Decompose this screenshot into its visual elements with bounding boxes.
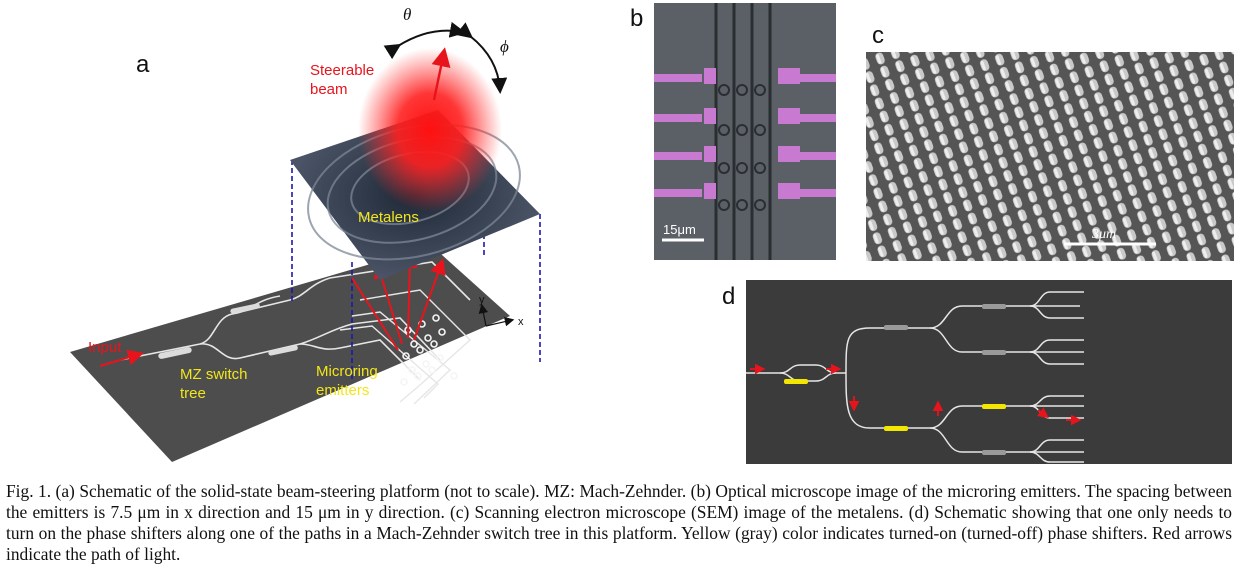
metalens-label: Metalens — [358, 209, 419, 226]
theta-arc-arrow-icon — [383, 21, 466, 60]
panel-c-label: c — [872, 22, 884, 49]
panel-b-label: b — [630, 5, 643, 32]
beam-direction-arrow-icon — [431, 47, 451, 101]
projection-lines — [291, 160, 541, 380]
microring-images — [718, 84, 766, 211]
emitters-label-line1: Microring — [316, 363, 378, 380]
beam-label-line2: beam — [310, 81, 348, 98]
phase-shifter-on — [982, 404, 1006, 409]
red-arrow-icon — [1037, 407, 1049, 419]
light-path-arrows — [750, 363, 1082, 426]
panel-d: d — [722, 280, 1232, 464]
input-arrow-icon — [99, 349, 144, 367]
emitted-rays — [351, 252, 446, 351]
panel-d-label: d — [722, 283, 735, 310]
sem-image — [866, 52, 1234, 261]
panel-b-scale-label: 15μm — [663, 222, 696, 237]
panel-b: b 15μm — [630, 3, 836, 260]
emitters-label-line2: emitters — [316, 382, 369, 399]
mz-switch-tree — [119, 261, 471, 381]
figure-caption: Fig. 1. (a) Schematic of the solid-state… — [6, 481, 1232, 564]
mz-label-line1: MZ switch — [180, 366, 248, 383]
theta-label: θ — [403, 5, 411, 24]
axis-x-label: x — [518, 316, 524, 328]
phase-shifter-on — [884, 426, 908, 431]
microscope-image — [654, 3, 836, 260]
panel-a: a Input — [70, 5, 541, 462]
phase-shifter-off — [982, 450, 1006, 455]
switch-tree-background — [746, 280, 1232, 464]
phi-arc-arrow-icon — [455, 22, 508, 94]
vertical-waveguides — [714, 3, 772, 260]
mz-label-line2: tree — [180, 385, 206, 402]
phase-shifter-off — [982, 350, 1006, 355]
chip-substrate — [70, 246, 510, 462]
panel-c-scale-label: 3μm — [1091, 227, 1116, 242]
steerable-beam-glow — [358, 48, 502, 212]
panel-a-label: a — [136, 51, 150, 78]
panel-c: c 3μm — [866, 22, 1234, 261]
xy-axis-icon — [478, 303, 515, 327]
phase-shifters — [784, 304, 1006, 455]
input-label: Input — [88, 339, 122, 356]
phase-shifter-off — [982, 304, 1006, 309]
figure-1: a Input — [70, 3, 1234, 464]
phi-label: ϕ — [500, 37, 509, 56]
phase-shifter-off — [884, 325, 908, 330]
phase-shifter-on — [784, 379, 808, 384]
beam-label-line1: Steerable — [310, 62, 374, 79]
axis-y-label: y — [479, 294, 485, 306]
heater-contacts — [654, 68, 836, 199]
